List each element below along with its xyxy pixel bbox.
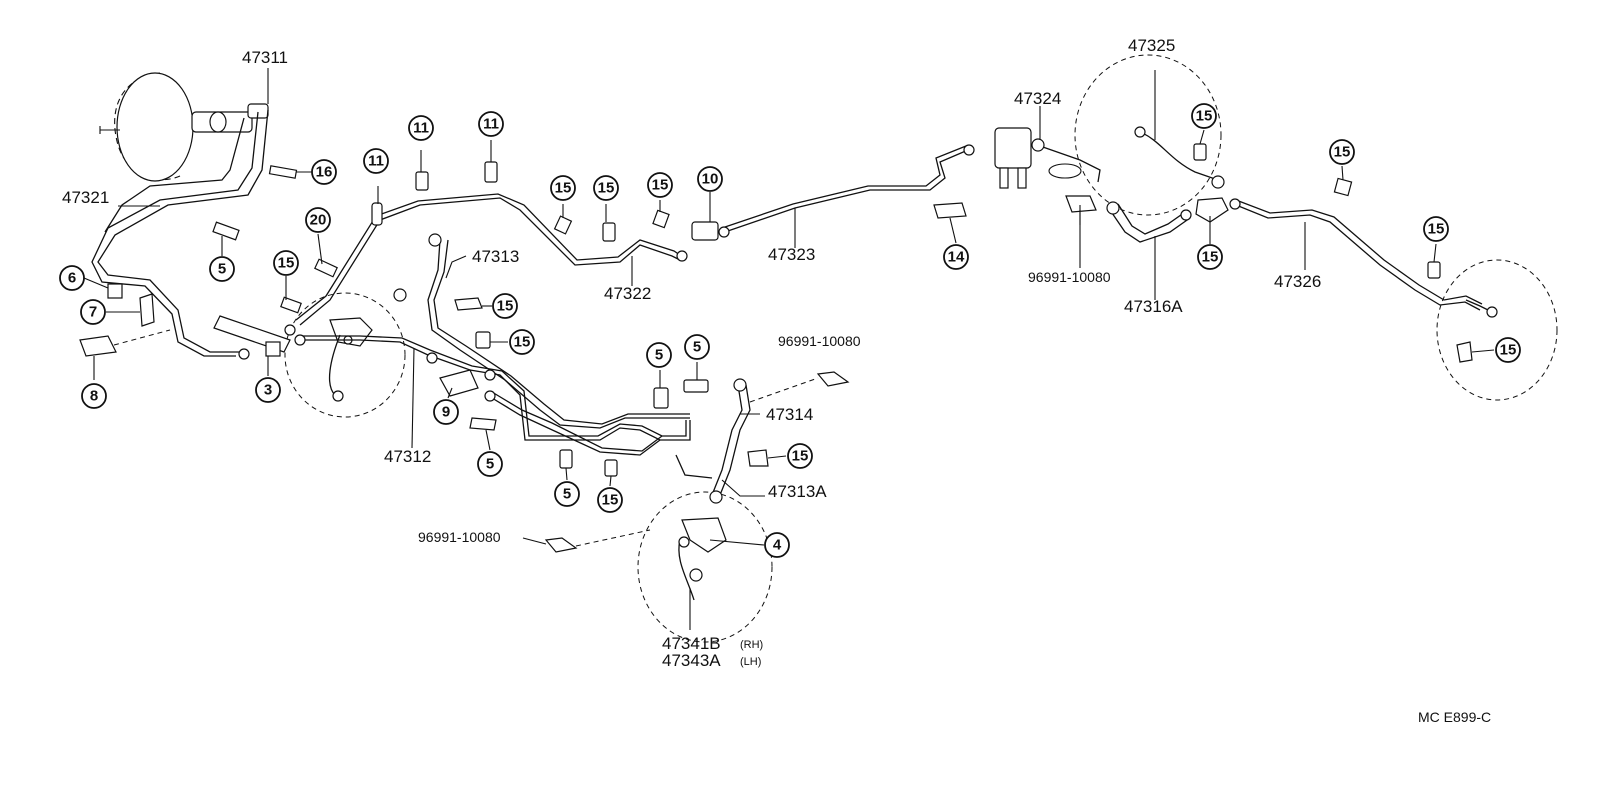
label-47343A-side: (LH) — [740, 656, 761, 668]
callout-15: 15 — [509, 329, 535, 355]
label-47321: 47321 — [62, 188, 109, 207]
label-clip-left: 96991-10080 — [418, 529, 501, 545]
svg-text:15: 15 — [1500, 342, 1517, 359]
svg-text:5: 5 — [218, 261, 226, 278]
callout-20: 20 — [305, 207, 331, 233]
callout-15: 15 — [273, 250, 299, 276]
callout-15: 15 — [1423, 216, 1449, 242]
label-47326: 47326 — [1274, 272, 1321, 291]
callout-11: 11 — [478, 111, 504, 137]
svg-text:15: 15 — [1334, 144, 1351, 161]
callout-5: 5 — [209, 256, 235, 282]
label-47311: 47311 — [242, 48, 288, 67]
svg-text:3: 3 — [264, 382, 272, 399]
callout-15: 15 — [647, 172, 673, 198]
svg-text:5: 5 — [486, 456, 494, 473]
svg-text:11: 11 — [483, 116, 499, 133]
brake-booster — [99, 72, 269, 182]
callout-9: 9 — [433, 399, 459, 425]
clamps — [79, 143, 1473, 553]
label-47322: 47322 — [604, 284, 651, 303]
label-47313: 47313 — [472, 247, 519, 266]
diagram-code: MC E899-C — [1418, 709, 1491, 725]
callout-10: 10 — [697, 166, 723, 192]
label-47343A: 47343A — [662, 651, 721, 670]
label-47323: 47323 — [768, 245, 815, 264]
label-47313A: 47313A — [768, 482, 827, 501]
svg-text:15: 15 — [598, 180, 615, 197]
callout-15: 15 — [787, 443, 813, 469]
label-clip-right: 96991-10080 — [778, 333, 861, 349]
label-47325: 47325 — [1128, 36, 1175, 55]
callout-15: 15 — [492, 293, 518, 319]
svg-text:15: 15 — [1196, 108, 1213, 125]
svg-text:5: 5 — [693, 339, 701, 356]
callout-14: 14 — [943, 244, 969, 270]
svg-text:20: 20 — [310, 212, 327, 229]
svg-text:16: 16 — [316, 164, 333, 181]
callout-5: 5 — [646, 342, 672, 368]
label-47312: 47312 — [384, 447, 431, 466]
part-number-labels: 47311 47321 47313 47322 47323 47312 4731… — [62, 36, 1491, 725]
callout-5: 5 — [684, 334, 710, 360]
callouts: 16 11 11 11 15 15 15 10 20 5 15 6 7 8 3 … — [59, 103, 1521, 558]
callout-7: 7 — [80, 299, 106, 325]
callout-15: 15 — [1197, 244, 1223, 270]
callout-16: 16 — [311, 159, 337, 185]
rear-center-brake-disc — [637, 491, 773, 643]
svg-text:15: 15 — [1428, 221, 1445, 238]
svg-text:4: 4 — [773, 537, 782, 554]
label-47341B-side: (RH) — [740, 639, 763, 651]
svg-text:11: 11 — [368, 153, 384, 170]
svg-text:5: 5 — [563, 486, 571, 503]
label-47314: 47314 — [766, 405, 813, 424]
callout-15: 15 — [597, 487, 623, 513]
callout-3: 3 — [255, 377, 281, 403]
svg-text:6: 6 — [68, 270, 76, 287]
svg-text:14: 14 — [948, 249, 965, 266]
svg-text:15: 15 — [652, 177, 669, 194]
callout-15: 15 — [1495, 337, 1521, 363]
svg-text:15: 15 — [602, 492, 619, 509]
rear-right-brake-drum — [1074, 54, 1225, 216]
callout-5: 5 — [477, 451, 503, 477]
callout-11: 11 — [408, 115, 434, 141]
svg-text:10: 10 — [702, 171, 719, 188]
brake-pipes — [91, 109, 1483, 496]
label-47324: 47324 — [1014, 89, 1061, 108]
svg-text:7: 7 — [89, 304, 97, 321]
callout-15: 15 — [1329, 139, 1355, 165]
svg-text:5: 5 — [655, 347, 663, 364]
callout-6: 6 — [59, 265, 85, 291]
svg-text:15: 15 — [514, 334, 531, 351]
svg-text:15: 15 — [278, 255, 295, 272]
svg-text:15: 15 — [1202, 249, 1219, 266]
callout-5: 5 — [554, 481, 580, 507]
svg-text:11: 11 — [413, 120, 429, 137]
callout-15: 15 — [593, 175, 619, 201]
svg-text:9: 9 — [442, 404, 450, 421]
callout-8: 8 — [81, 383, 107, 409]
callout-15: 15 — [550, 175, 576, 201]
callout-4: 4 — [764, 532, 790, 558]
callout-11: 11 — [363, 148, 389, 174]
label-47316A: 47316A — [1124, 297, 1183, 316]
leader-lines — [83, 68, 1495, 630]
svg-text:15: 15 — [792, 448, 809, 465]
front-left-brake-disc — [284, 292, 406, 418]
svg-text:15: 15 — [497, 298, 514, 315]
rear-left-brake-drum — [1436, 259, 1558, 401]
callout-15: 15 — [1191, 103, 1217, 129]
fittings — [238, 127, 1241, 504]
label-47341B: 47341B — [662, 634, 721, 653]
svg-text:15: 15 — [555, 180, 572, 197]
svg-text:8: 8 — [90, 388, 98, 405]
label-clip-upper-right: 96991-10080 — [1028, 269, 1111, 285]
